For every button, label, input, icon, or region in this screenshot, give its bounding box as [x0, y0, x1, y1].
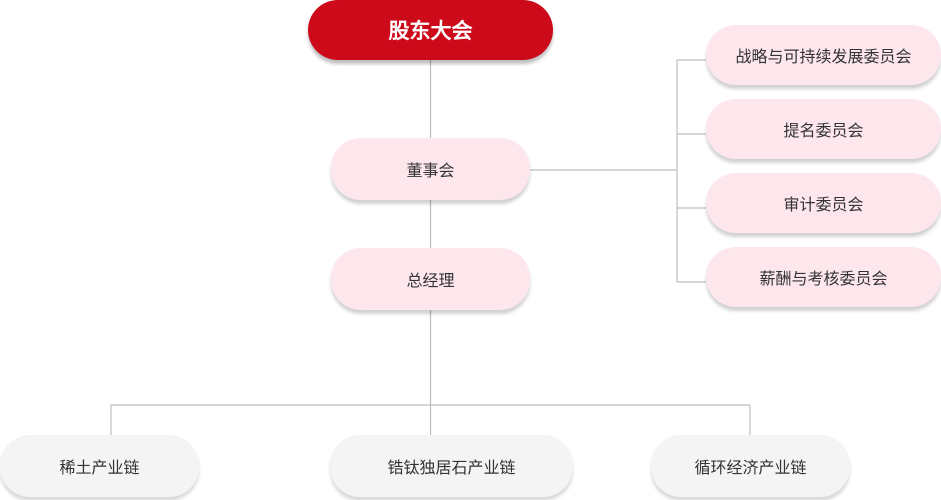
node-general-manager: 总经理: [331, 248, 530, 310]
node-label: 提名委员会: [783, 121, 864, 140]
node-committee-nomination: 提名委员会: [706, 99, 941, 159]
node-label: 审计委员会: [783, 195, 864, 214]
node-chain-circular-economy: 循环经济产业链: [651, 435, 850, 497]
node-committee-remuneration: 薪酬与考核委员会: [706, 247, 941, 307]
node-board-of-directors: 董事会: [331, 138, 530, 200]
node-committee-strategy: 战略与可持续发展委员会: [706, 25, 941, 85]
node-committee-audit: 审计委员会: [706, 173, 941, 233]
node-label: 股东大会: [388, 19, 473, 43]
node-chain-zirconium-titanium: 锆钛独居石产业链: [330, 435, 573, 497]
node-label: 锆钛独居石产业链: [387, 458, 516, 477]
node-label: 薪酬与考核委员会: [759, 269, 888, 288]
node-shareholders-meeting: 股东大会: [308, 0, 553, 60]
node-label: 总经理: [406, 271, 455, 290]
node-label: 循环经济产业链: [694, 458, 807, 477]
node-label: 战略与可持续发展委员会: [735, 47, 912, 66]
node-chain-rare-earth: 稀土产业链: [0, 435, 199, 497]
node-label: 稀土产业链: [59, 458, 140, 477]
node-label: 董事会: [406, 161, 455, 180]
